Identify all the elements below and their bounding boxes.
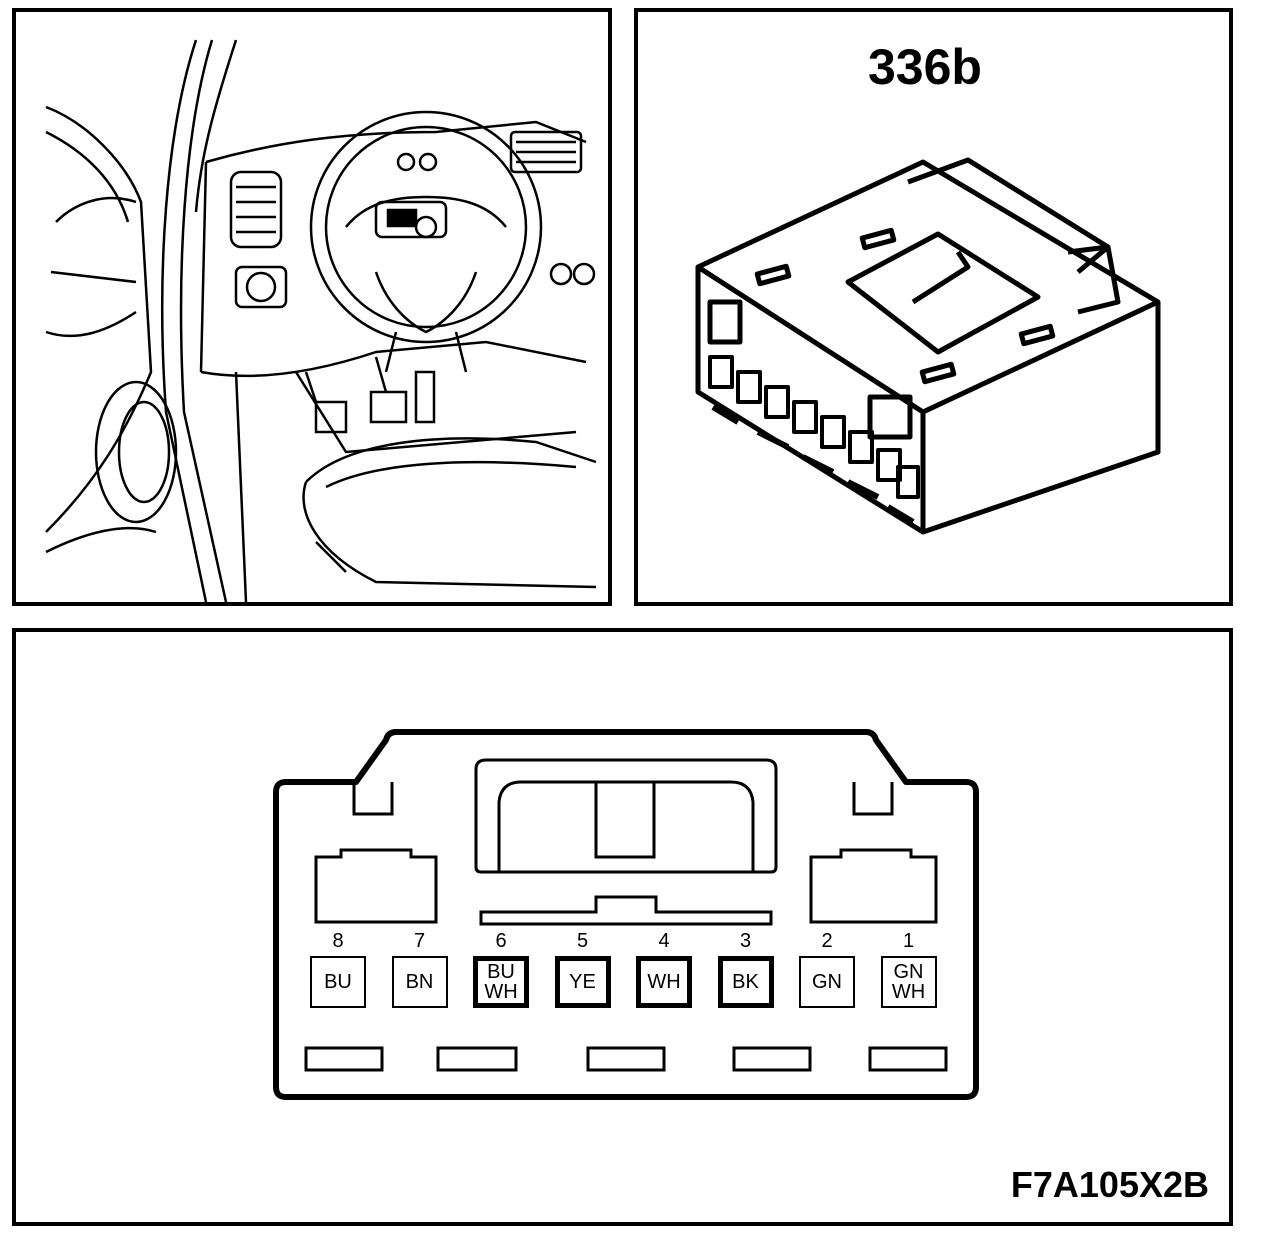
connector-3d-illustration [695, 157, 1161, 535]
pin-cavity: YE [554, 956, 611, 1008]
wire-color-label: BN [405, 971, 434, 993]
connector-id: 336b [868, 39, 982, 95]
connector-housing-outline [273, 729, 979, 1100]
pin-number: 3 [739, 930, 752, 952]
pin-number: 6 [495, 930, 507, 952]
wire-color-label: GN [812, 971, 842, 993]
pin-cavity: BK [717, 956, 774, 1008]
pin-cavity: GN [799, 956, 855, 1008]
figure-code: F7A105X2B [1010, 1164, 1209, 1205]
wire-color-label: BK [732, 971, 759, 993]
pin-number: 8 [332, 930, 344, 952]
wire-color-label: GN [893, 961, 924, 983]
pin-cavity: BN [391, 956, 448, 1008]
interior-illustration [45, 39, 597, 602]
pin-number: 7 [413, 930, 426, 952]
wire-color-label: WH [891, 981, 926, 1003]
pin-number: 5 [576, 930, 589, 952]
pin-cavity: BU [310, 956, 366, 1008]
pin-number: 4 [658, 930, 670, 952]
connector-face-diagram [273, 729, 979, 1100]
wire-color-label: BU [324, 971, 352, 993]
pin-cavity: WH [636, 956, 692, 1008]
pin-number: 2 [821, 930, 833, 952]
wire-color-label: YE [569, 971, 596, 993]
wire-color-label: WH [484, 981, 518, 1003]
wire-color-label: BU [487, 961, 515, 983]
connector-panel: 336b [634, 8, 1233, 606]
location-panel [12, 8, 612, 606]
wire-color-label: WH [647, 971, 681, 993]
pin-number: 1 [902, 930, 915, 952]
